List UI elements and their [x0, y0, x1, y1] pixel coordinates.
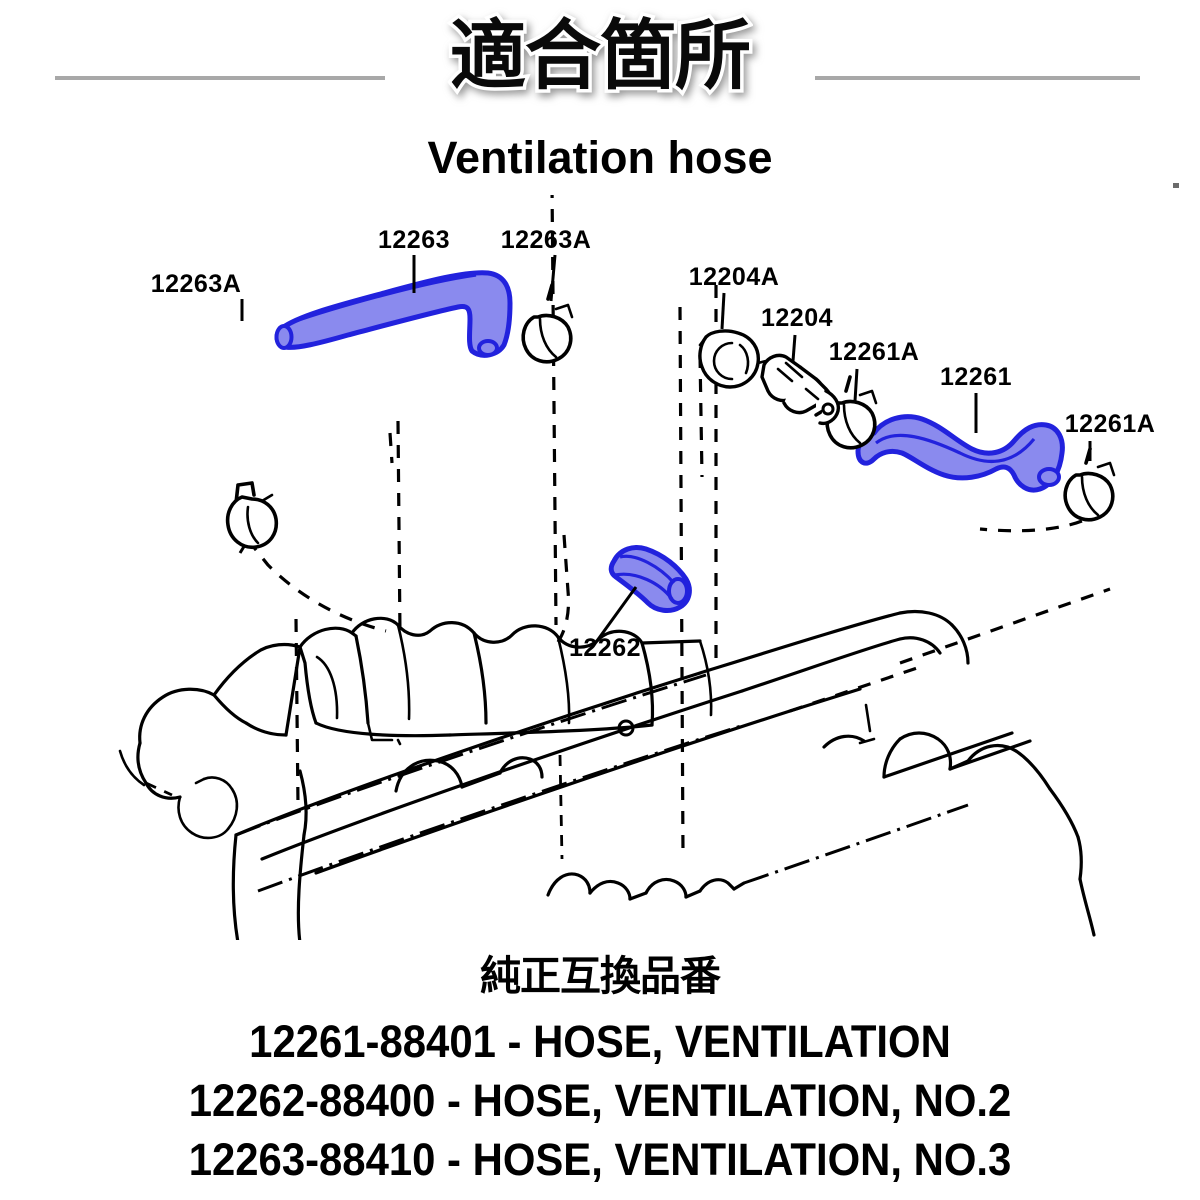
part-12262-hose [608, 545, 692, 613]
label-leader-lines [240, 254, 1092, 646]
part-12263A-clamp-left [225, 481, 279, 550]
title-rule-left [55, 76, 385, 80]
part-number-line-3: 12263-88410 - HOSE, VENTILATION, NO.3 [188, 1134, 1012, 1185]
page-subtitle: Ventilation hose [427, 132, 773, 183]
parts-diagram-svg: .ln { fill:none; stroke:#000; stroke-wid… [118, 195, 1156, 940]
footer-heading: 純正互換品番 [480, 952, 721, 1000]
valve-cover-body [231, 756, 969, 940]
manifold-elbow [118, 642, 302, 840]
part-number-line-2: 12262-88400 - HOSE, VENTILATION, NO.2 [188, 1075, 1012, 1126]
label-12261a-mid: 12261A [829, 338, 920, 366]
scan-speck-artifact [1173, 183, 1179, 188]
part-number-line-1: 12261-88401 - HOSE, VENTILATION [249, 1016, 951, 1067]
label-12263a-right: 12263A [501, 226, 592, 254]
part-12204-pcv-valve [760, 353, 841, 426]
label-12204a: 12204A [689, 263, 780, 291]
page-footer: 純正互換品番 12261-88401 - HOSE, VENTILATION 1… [0, 940, 1200, 1200]
engine-right-contour [789, 587, 1111, 937]
part-12263-hose [274, 270, 513, 358]
part-12261A-clamp-right [1063, 447, 1116, 522]
label-12204: 12204 [761, 304, 833, 332]
part-12204A-grommet [698, 329, 768, 389]
part-12261-hose [855, 414, 1065, 493]
label-12261: 12261 [940, 363, 1012, 391]
intake-manifold-runners [298, 616, 713, 746]
page-header: 適合箇所 Ventilation hose [0, 0, 1200, 195]
parts-diagram: .ln { fill:none; stroke:#000; stroke-wid… [0, 195, 1200, 940]
label-12262: 12262 [569, 634, 641, 662]
part-12263A-clamp-right [521, 283, 574, 364]
label-12261a-right: 12261A [1065, 410, 1156, 438]
part-number-labels: 12263A 12263 12263A 12204A 12204 12261A … [151, 226, 1156, 662]
label-12263: 12263 [378, 226, 450, 254]
label-12263a-left: 12263A [151, 270, 242, 298]
page-title: 適合箇所 [447, 11, 755, 100]
title-rule-right [815, 76, 1140, 80]
